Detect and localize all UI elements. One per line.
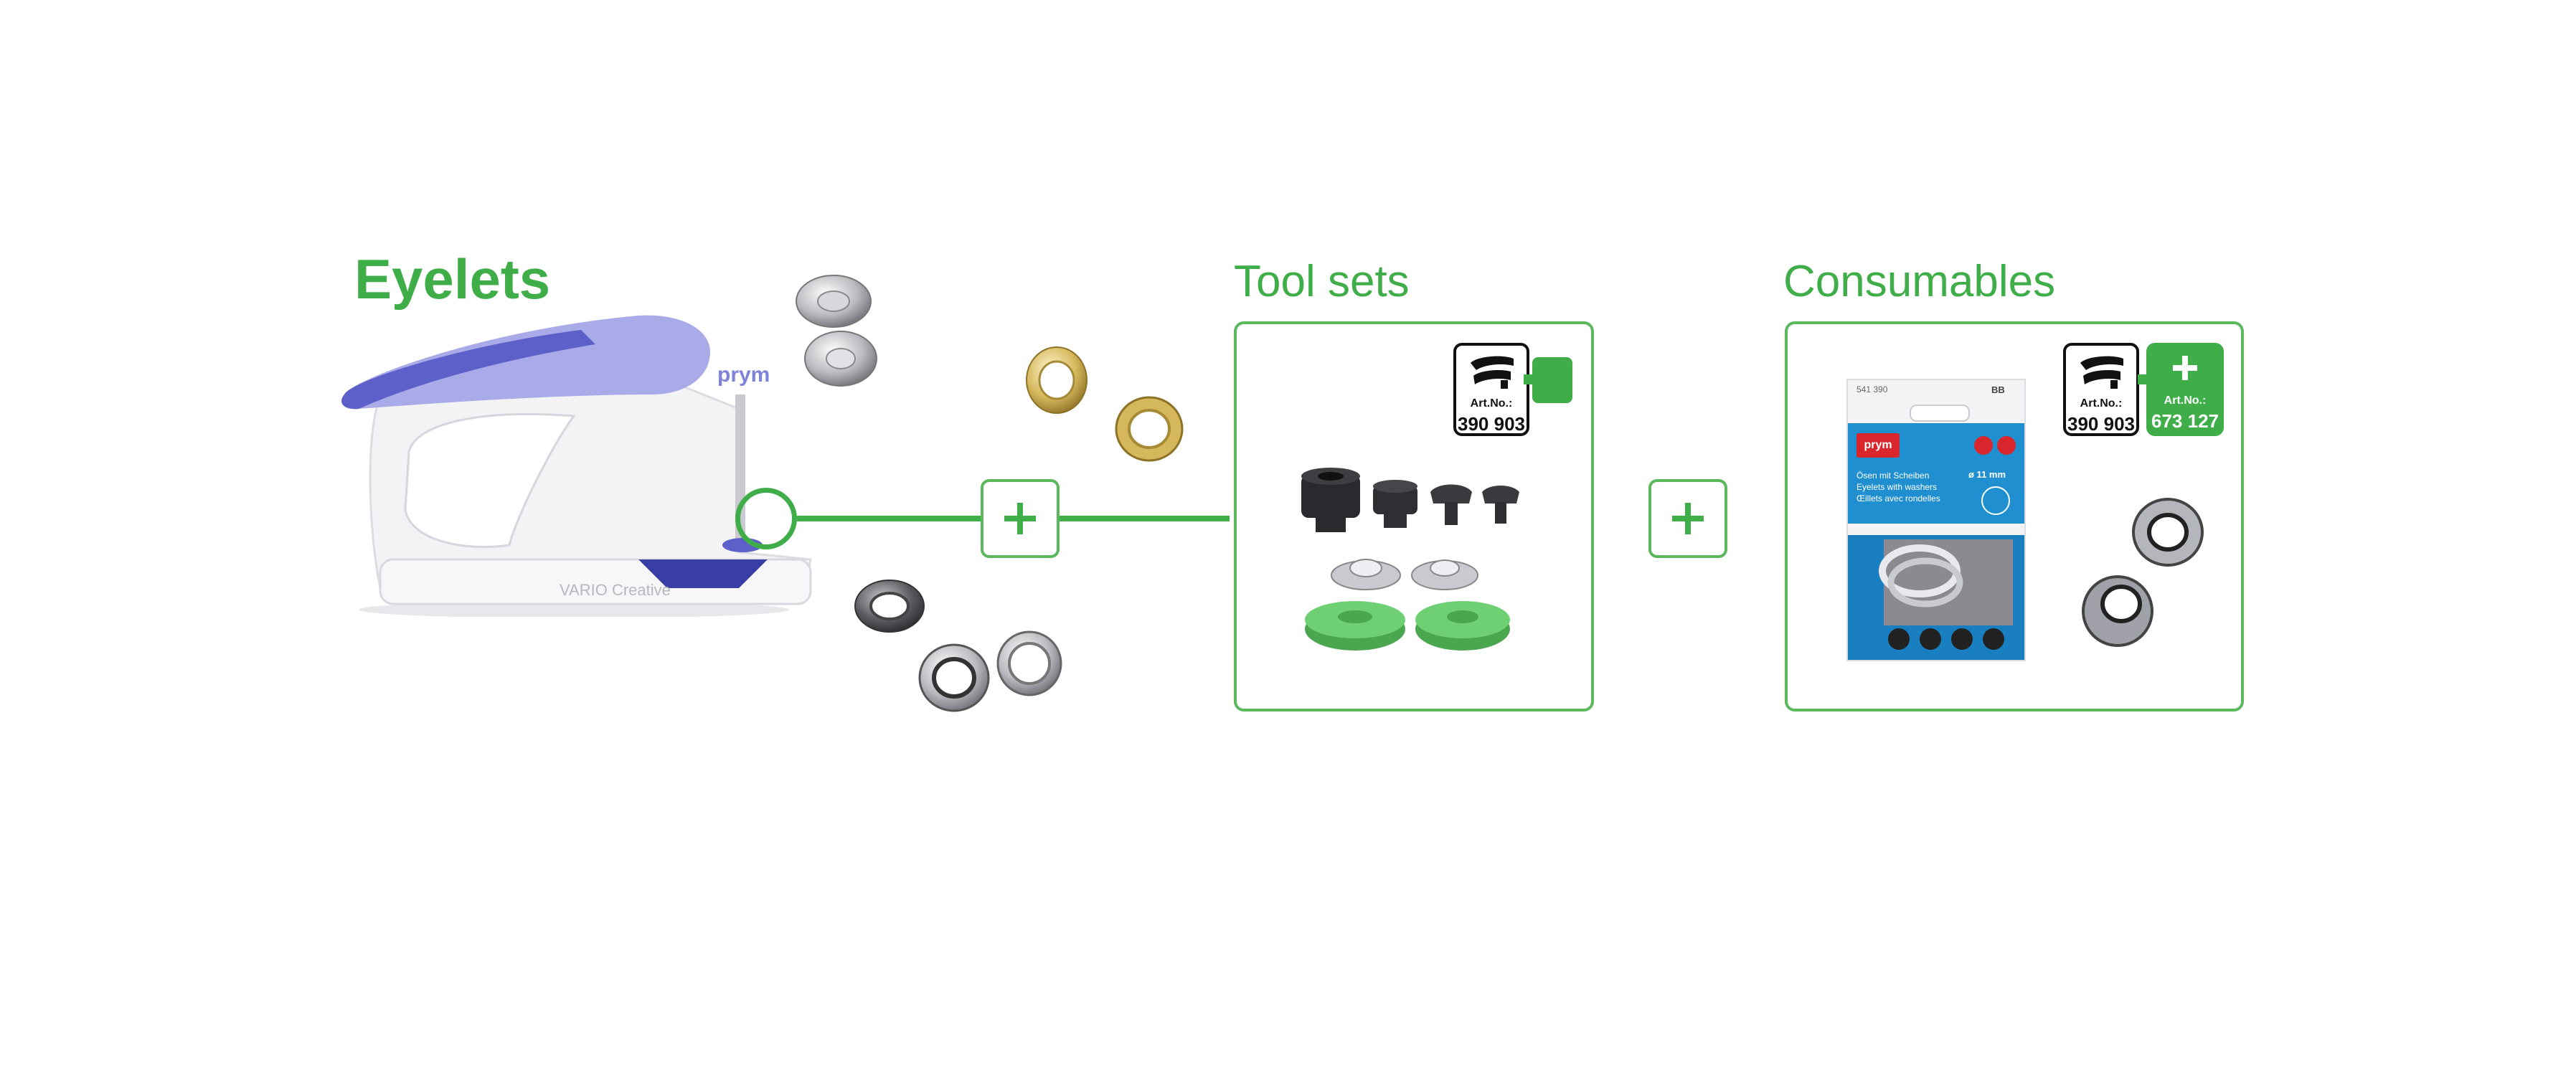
package-label-bottom — [1848, 535, 2024, 660]
consumables-addon-label: Art.No.: — [2164, 394, 2207, 407]
tool-sets-article-badge: Art.No.: 390 903 — [1453, 343, 1529, 436]
tool-pictogram-icon-2 — [2080, 356, 2123, 389]
tool-set-slot-connector — [1524, 374, 1535, 384]
consumables-addon-number: 673 127 — [2151, 410, 2219, 432]
package-icon-a — [1974, 436, 1993, 455]
consumable-eyelets-image — [2082, 498, 2204, 647]
package-size: ø 11 mm — [1968, 469, 2006, 480]
consumables-article-badge: Art.No.: 390 903 — [2063, 343, 2139, 436]
consumables-panel: Art.No.: 390 903 Art.No.: 673 127 541 39… — [1785, 321, 2244, 712]
package-code: 541 390 — [1856, 384, 1888, 394]
gold-eyelet-image — [1115, 396, 1184, 462]
tool-pictogram-icon — [1471, 356, 1514, 389]
package-size-code: BB — [1991, 384, 2005, 395]
vario-tool-image: prym VARIO Creative — [341, 315, 812, 617]
tool-set-dies-image — [1301, 468, 1519, 651]
connector-line-1 — [797, 516, 982, 521]
tool-sets-title: Tool sets — [1234, 257, 1410, 306]
tool-sets-article-number: 390 903 — [1458, 413, 1525, 435]
tool-model-label: VARIO Creative — [560, 581, 671, 599]
tool-brand-label: prym — [717, 363, 770, 387]
tool-sets-panel: Art.No.: 390 903 — [1234, 321, 1594, 712]
tool-sets-article-label: Art.No.: — [1470, 397, 1513, 410]
package-line-2: Eyelets with washers — [1856, 482, 1938, 492]
badge-connector — [2138, 374, 2149, 384]
tool-set-slot-tab — [1532, 357, 1572, 403]
package-eyelets-image — [1879, 544, 1963, 608]
consumables-addon-badge: Art.No.: 673 127 — [2146, 343, 2224, 436]
consumables-article-number: 390 903 — [2067, 413, 2135, 435]
plus-icon — [981, 479, 1060, 558]
loose-eyelets-image — [796, 275, 1088, 712]
package-line-1: Ösen mit Scheiben — [1856, 471, 1930, 481]
connector-line-2 — [1060, 516, 1230, 521]
package-icon-b — [1997, 436, 2016, 455]
consumables-article-label: Art.No.: — [2080, 397, 2123, 410]
plus-icon-2 — [1648, 479, 1727, 558]
package-hang-hole — [1910, 405, 1970, 422]
package-label-top: prym Ösen mit Scheiben Eyelets with wash… — [1848, 423, 2024, 524]
package-brand-logo: prym — [1856, 433, 1900, 458]
package-size-icon — [1981, 486, 2010, 515]
eyelets-title: Eyelets — [354, 247, 551, 311]
consumables-title: Consumables — [1783, 257, 2056, 306]
tool-focus-circle — [735, 488, 797, 549]
package-line-3: Œillets avec rondelles — [1856, 493, 1940, 504]
eyelet-package: 541 390 BB prym Ösen mit Scheiben Eyelet… — [1846, 379, 2026, 661]
